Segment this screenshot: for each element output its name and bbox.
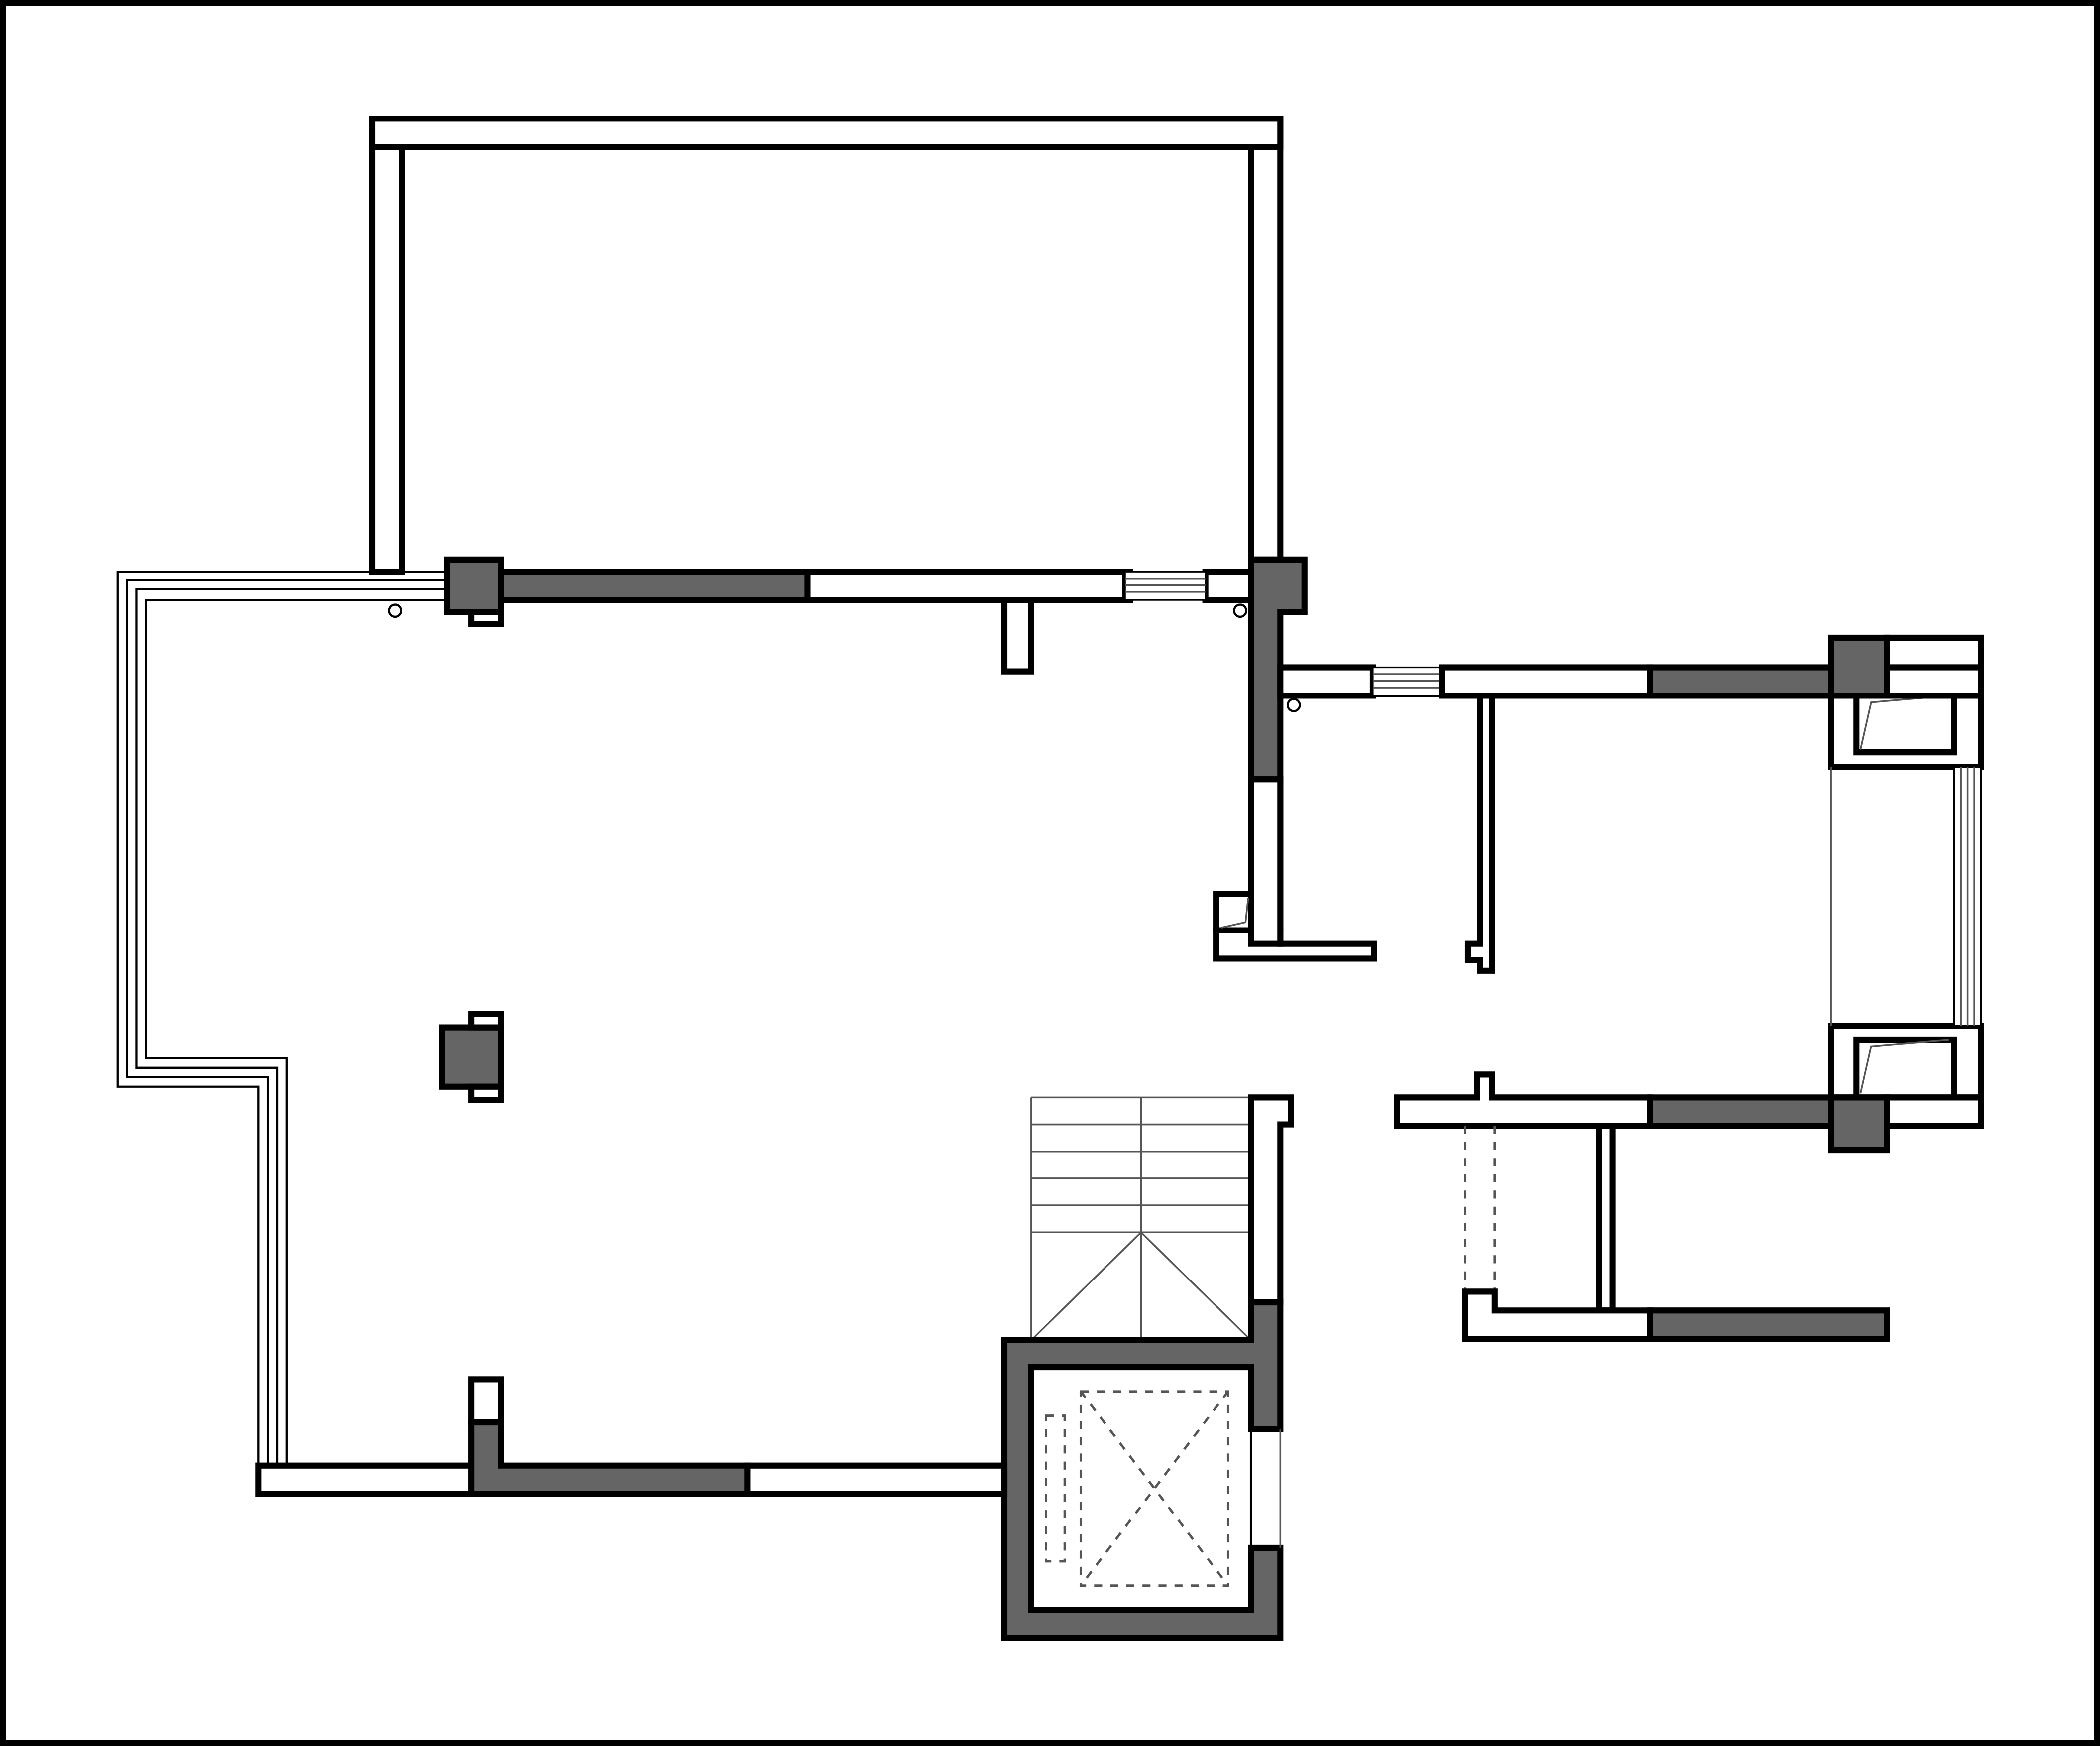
left-railing: [116, 571, 447, 1466]
east-wing-south-wall: [1394, 1071, 1890, 1154]
central-wall: [1213, 556, 1377, 962]
interior-column: [439, 1011, 504, 1103]
south-wall: [255, 1376, 1008, 1497]
drain-pipe-icon: [1233, 603, 1247, 618]
top-balcony-walls: [369, 116, 1284, 575]
north-wall: [444, 556, 1254, 675]
east-wing-partition: [1464, 693, 1495, 974]
drain-pipe-icon: [1286, 698, 1301, 712]
north-window: [1124, 571, 1207, 601]
drain-pipe-icon: [388, 603, 403, 618]
east-wing-north-wall: [1277, 634, 1984, 699]
elevator-shaft: [1001, 1299, 1284, 1641]
south-annex: [1462, 1123, 1890, 1342]
bay-window-east: [1828, 664, 1984, 1129]
